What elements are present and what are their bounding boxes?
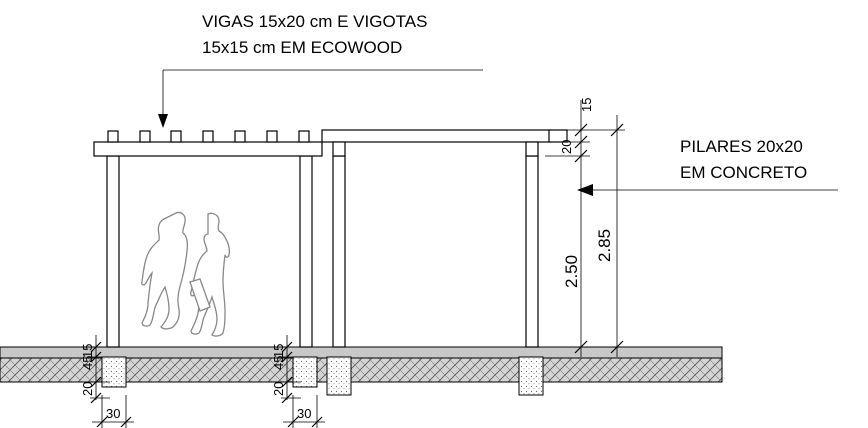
dim-mid-20: 20 — [271, 382, 286, 396]
beams-leader — [158, 69, 483, 128]
dim-height-250: 2.50 — [562, 255, 581, 288]
dim-mid-15: 15 — [271, 344, 286, 358]
dim-mid-45: 45 — [271, 356, 286, 370]
dim-left-20: 20 — [80, 382, 95, 396]
height-dimensions — [538, 100, 625, 357]
left-pergola-beam — [93, 130, 323, 157]
beams-label-line1: VIGAS 15x20 cm E VIGOTAS — [202, 12, 427, 31]
people-silhouette — [141, 211, 231, 337]
dim-left-15: 15 — [80, 344, 95, 358]
dim-mid-30: 30 — [297, 406, 311, 421]
dim-top-20: 20 — [559, 140, 574, 154]
middle-footing-dimensions — [281, 335, 325, 428]
dim-height-285: 2.85 — [595, 229, 614, 262]
footings — [101, 356, 544, 396]
pillars-leader — [577, 184, 838, 196]
pillars-label-line1: PILARES 20x20 — [680, 137, 803, 156]
beams-label-line2: 15x15 cm EM ECOWOOD — [202, 38, 402, 57]
left-footing-dimensions — [90, 335, 134, 428]
right-roof-slab — [321, 129, 568, 157]
dim-left-30: 30 — [106, 406, 120, 421]
dim-left-45: 45 — [80, 356, 95, 370]
dim-top-15: 15 — [579, 98, 594, 112]
pillars — [106, 155, 539, 348]
pillars-label-line2: EM CONCRETO — [680, 163, 807, 182]
